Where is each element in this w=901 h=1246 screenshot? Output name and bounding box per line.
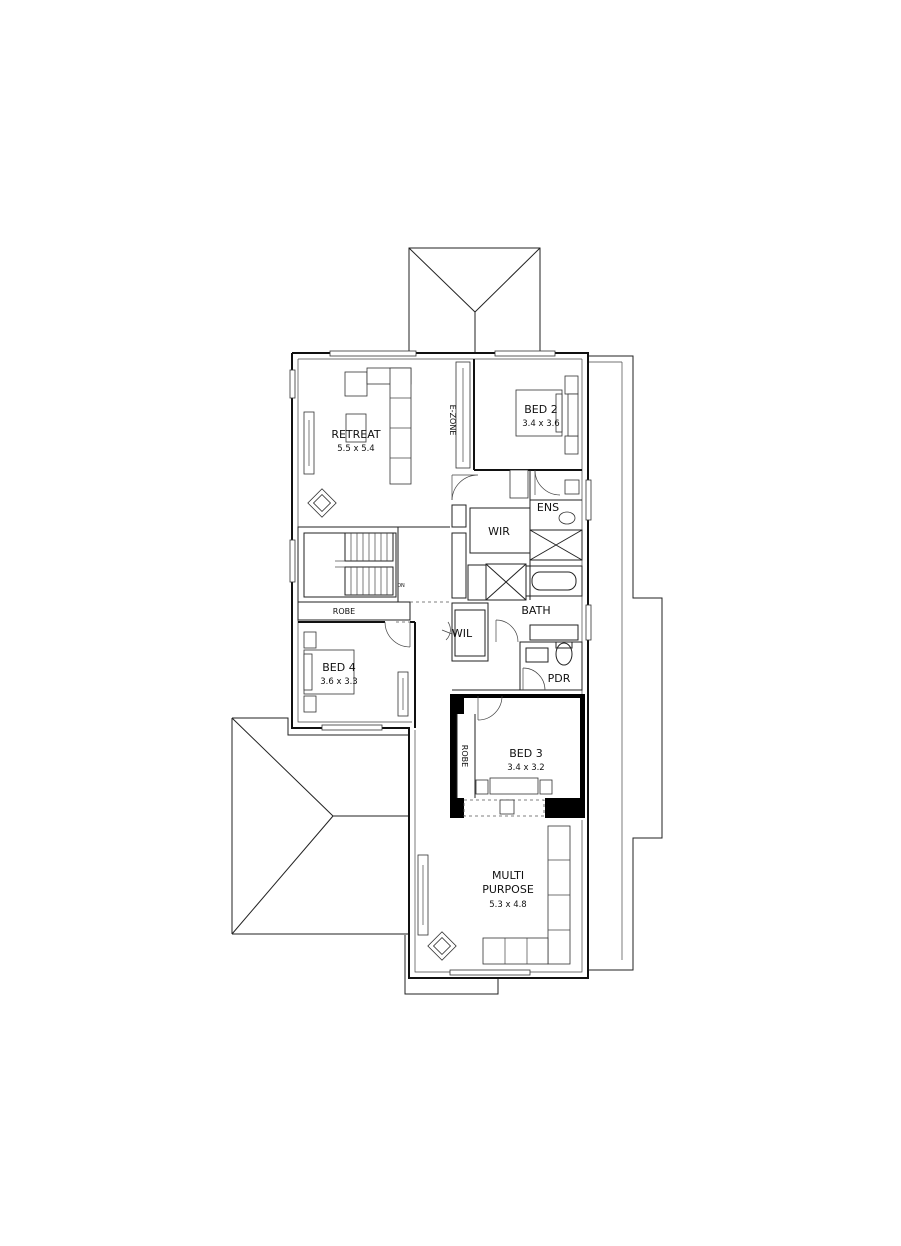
robe-bed4-label: ROBE [333,607,355,616]
multipurpose-name-line2: PURPOSE [482,883,534,896]
retreat-size: 5.5 x 5.4 [337,444,374,454]
doors [384,469,561,721]
bed3-size: 3.4 x 3.2 [507,763,544,773]
multipurpose-size: 5.3 x 4.8 [489,900,526,910]
roof-right-eave [588,355,663,971]
multipurpose-furniture [417,825,571,965]
pdr-name: PDR [548,672,571,685]
ezone-label: E-ZONE [448,405,457,436]
wil-name: WIL [452,627,473,640]
roof-bottom-eave [404,935,499,995]
small-labels: E-ZONE ROBE ROBE DN [333,405,469,768]
retreat-furniture [303,361,471,518]
interior-walls [297,359,583,728]
roof-top [408,247,541,354]
bed4-furniture [303,631,409,717]
bed3-furniture [475,777,553,815]
bed2-name: BED 2 [524,403,557,416]
windows [289,350,592,976]
openings [396,601,452,623]
bed3-heavy-walls [450,694,585,818]
bath-name: BATH [521,604,550,617]
stairs [303,532,397,598]
room-labels: RETREAT 5.5 x 5.4 BED 2 3.4 x 3.6 ENS WI… [320,403,570,910]
multipurpose-name-line1: MULTI [492,869,524,882]
bed4-name: BED 4 [322,661,355,674]
bed3-name: BED 3 [509,747,542,760]
ens-name: ENS [537,501,559,514]
robe-bed3-label: ROBE [460,745,469,767]
retreat-name: RETREAT [331,428,381,441]
bed2-furniture [509,375,580,525]
bed4-size: 3.6 x 3.3 [320,677,357,687]
stair-dn-label: DN [397,583,405,589]
bed2-size: 3.4 x 3.6 [522,419,559,429]
roof-left [231,717,410,935]
wir-name: WIR [488,525,510,538]
